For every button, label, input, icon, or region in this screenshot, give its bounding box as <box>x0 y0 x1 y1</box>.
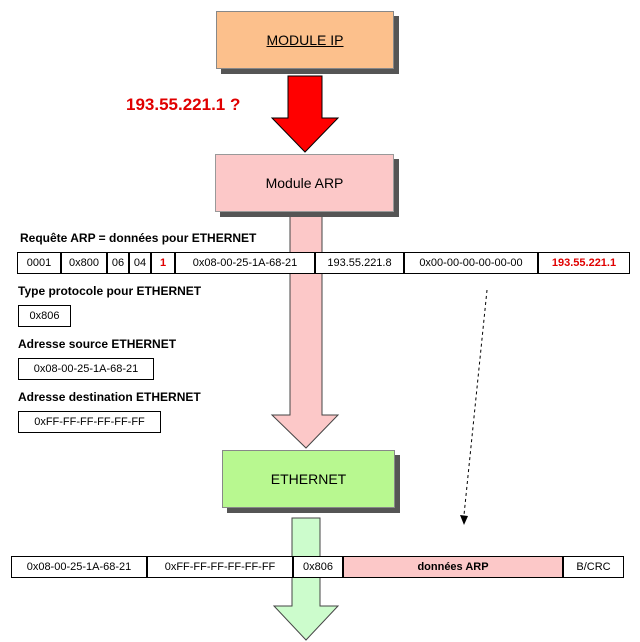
ip-question: 193.55.221.1 ? <box>126 95 241 114</box>
adresse-destination-value: 0xFF-FF-FF-FF-FF-FF <box>18 411 161 433</box>
adresse-source-title: Adresse source ETHERNET <box>18 337 177 351</box>
frame-field-type: 0x806 <box>293 556 343 578</box>
frame-field-crc: B/CRC <box>563 556 624 578</box>
frame-field-dst-mac: 0xFF-FF-FF-FF-FF-FF <box>147 556 293 578</box>
module-ip-box: MODULE IP <box>216 11 394 69</box>
ethernet-label: ETHERNET <box>270 471 347 487</box>
frame-field-data: données ARP <box>343 556 563 578</box>
arp-request-title: Requête ARP = données pour ETHERNET <box>20 231 257 245</box>
arp-field-target-mac: 0x00-00-00-00-00-00 <box>404 252 538 274</box>
arp-field-proto-type: 0x800 <box>61 252 107 274</box>
arp-field-target-ip: 193.55.221.1 <box>538 252 630 274</box>
type-protocole-value: 0x806 <box>18 305 71 327</box>
arp-field-opcode: 1 <box>151 252 175 274</box>
adresse-source-value: 0x08-00-25-1A-68-21 <box>18 358 154 380</box>
arp-field-hw-len: 06 <box>107 252 129 274</box>
pink-down-arrow <box>270 204 340 449</box>
arp-field-sender-mac: 0x08-00-25-1A-68-21 <box>175 252 315 274</box>
red-down-arrow <box>270 75 340 153</box>
module-ip-label: MODULE IP <box>266 32 344 48</box>
green-down-arrow <box>272 517 340 641</box>
arp-field-proto-len: 04 <box>129 252 151 274</box>
type-protocole-title: Type protocole pour ETHERNET <box>18 284 202 298</box>
ethernet-box: ETHERNET <box>222 450 395 508</box>
arp-field-hw-type: 0001 <box>17 252 61 274</box>
dashed-arrow <box>463 289 488 516</box>
module-arp-label: Module ARP <box>265 175 344 191</box>
dashed-arrowhead <box>460 515 468 525</box>
module-arp-box: Module ARP <box>215 154 394 212</box>
frame-field-src-mac: 0x08-00-25-1A-68-21 <box>11 556 147 578</box>
adresse-destination-title: Adresse destination ETHERNET <box>18 390 201 404</box>
arp-field-sender-ip: 193.55.221.8 <box>315 252 404 274</box>
